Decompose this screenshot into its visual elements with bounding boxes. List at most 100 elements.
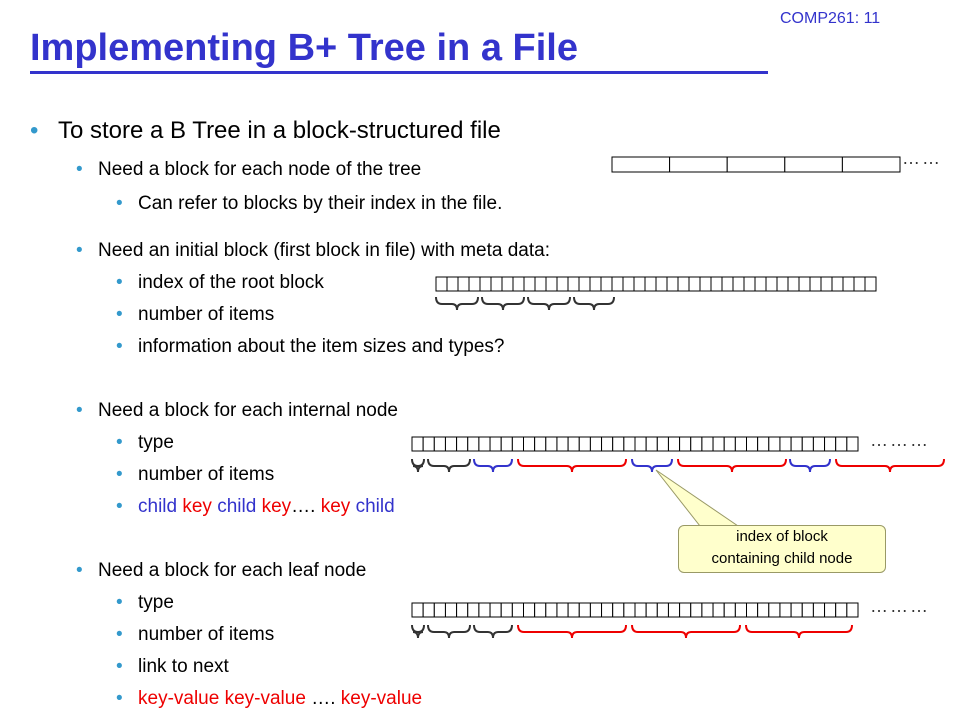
bullet-dot: • <box>116 464 123 485</box>
file-block-cell <box>841 156 901 173</box>
leaf-block-cell <box>812 602 826 618</box>
bullet-level3: •Can refer to blocks by their index in t… <box>116 191 502 217</box>
bullet-dot: • <box>76 400 83 421</box>
leaf-block-cell <box>511 602 524 618</box>
leaf-field-brace <box>517 624 627 639</box>
slide-number: COMP261: 11 <box>780 10 881 27</box>
bullet-dot: • <box>116 592 123 613</box>
meta-block-cell <box>578 276 591 292</box>
internal-block-cell <box>623 436 636 452</box>
leaf-block-cell <box>768 602 781 618</box>
internal-block-cell <box>511 436 524 452</box>
meta-block-cell <box>490 276 503 292</box>
meta-block-cell <box>754 276 767 292</box>
leaf-block-cell <box>623 602 636 618</box>
meta-block-cell <box>732 276 745 292</box>
internal-block-cell <box>433 436 446 452</box>
key-value-word: key-value key-value <box>138 688 312 709</box>
meta-block-cell <box>677 276 690 292</box>
bullet-text: Can refer to blocks by their index in th… <box>138 193 503 214</box>
internal-block-cell <box>601 436 614 452</box>
title-underline <box>30 71 768 74</box>
bullet-text: number of items <box>138 464 275 485</box>
meta-block-cell <box>523 276 536 292</box>
leaf-braces <box>411 624 853 639</box>
leaf-block-cell <box>467 602 480 618</box>
bullet-dot: • <box>76 240 83 261</box>
leaf-block-cell <box>534 602 547 618</box>
internal-block-cell <box>746 436 759 452</box>
internal-field-brace <box>517 458 627 473</box>
leaf-field-brace <box>427 624 471 639</box>
bullet-level2: •Need an initial block (first block in f… <box>76 238 550 264</box>
meta-block-cell <box>688 276 701 292</box>
internal-block-cell <box>612 436 625 452</box>
bullet-level3: • index of the root block <box>116 270 324 296</box>
leaf-block-cell <box>612 602 625 618</box>
meta-block-cell <box>710 276 723 292</box>
leaf-block-cell <box>589 602 603 618</box>
meta-block-cell <box>446 276 459 292</box>
leaf-block-cell <box>478 602 491 618</box>
file-block-cell <box>784 156 843 173</box>
bullet-text: index of the root block <box>138 272 324 293</box>
meta-field-brace <box>573 296 615 311</box>
meta-block-cell <box>699 276 712 292</box>
meta-block-cell <box>820 276 833 292</box>
leaf-block-cell <box>846 602 859 618</box>
internal-block-cell <box>634 436 647 452</box>
meta-block-cell <box>853 276 866 292</box>
meta-block-cell <box>831 276 844 292</box>
leaf-block-cell <box>489 602 502 618</box>
meta-block-cell <box>589 276 602 292</box>
internal-block-cell <box>534 436 547 452</box>
internal-block-cell <box>422 436 435 452</box>
internal-block-cell <box>411 436 424 452</box>
internal-block-cell <box>467 436 480 452</box>
file-block-row <box>611 156 901 173</box>
ellipsis-text: …. <box>291 496 321 517</box>
internal-block-cell <box>790 436 803 452</box>
meta-block-cell <box>600 276 613 292</box>
meta-block-cell <box>457 276 470 292</box>
leaf-block-cell <box>734 602 747 618</box>
meta-braces <box>435 296 615 311</box>
internal-block-cell <box>824 436 837 452</box>
meta-block-cell <box>809 276 822 292</box>
file-block-cell <box>726 156 786 173</box>
meta-block-cell <box>743 276 756 292</box>
meta-block-cell <box>644 276 657 292</box>
meta-block-cell <box>787 276 800 292</box>
meta-block-cell <box>435 276 448 292</box>
meta-block-cell <box>633 276 646 292</box>
meta-block-cell <box>721 276 734 292</box>
leaf-block-cell <box>601 602 614 618</box>
internal-block-cell <box>578 436 591 452</box>
leaf-block-cell <box>801 602 814 618</box>
leaf-block-cell <box>578 602 591 618</box>
leaf-block-cell <box>790 602 803 618</box>
file-blocks-ellipsis: …… <box>902 148 942 168</box>
meta-block-cell <box>479 276 492 292</box>
bullet-level3: •type <box>116 430 174 456</box>
bullet-text: information about the item sizes and typ… <box>138 336 505 357</box>
bullet-dot: • <box>116 432 123 453</box>
internal-block-cell <box>768 436 781 452</box>
meta-block-cell <box>501 276 514 292</box>
bullet-level3: •number of items <box>116 622 274 648</box>
meta-field-brace <box>435 296 479 311</box>
meta-block-cell <box>765 276 778 292</box>
bullet-dot: • <box>30 117 39 144</box>
internal-block-cell <box>545 436 558 452</box>
bullet-level3: •number of items <box>116 302 274 328</box>
internal-node-block-row <box>411 436 859 452</box>
bullet-text: Need a block for each internal node <box>98 400 398 421</box>
internal-block-cell <box>556 436 569 452</box>
meta-block-cell <box>534 276 547 292</box>
bullet-dot: • <box>116 272 123 293</box>
leaf-block-cell <box>422 602 435 618</box>
internal-block-cell <box>779 436 792 452</box>
bullet-dot: • <box>116 656 123 677</box>
internal-block-cell <box>567 436 580 452</box>
leaf-field-brace <box>411 624 425 639</box>
